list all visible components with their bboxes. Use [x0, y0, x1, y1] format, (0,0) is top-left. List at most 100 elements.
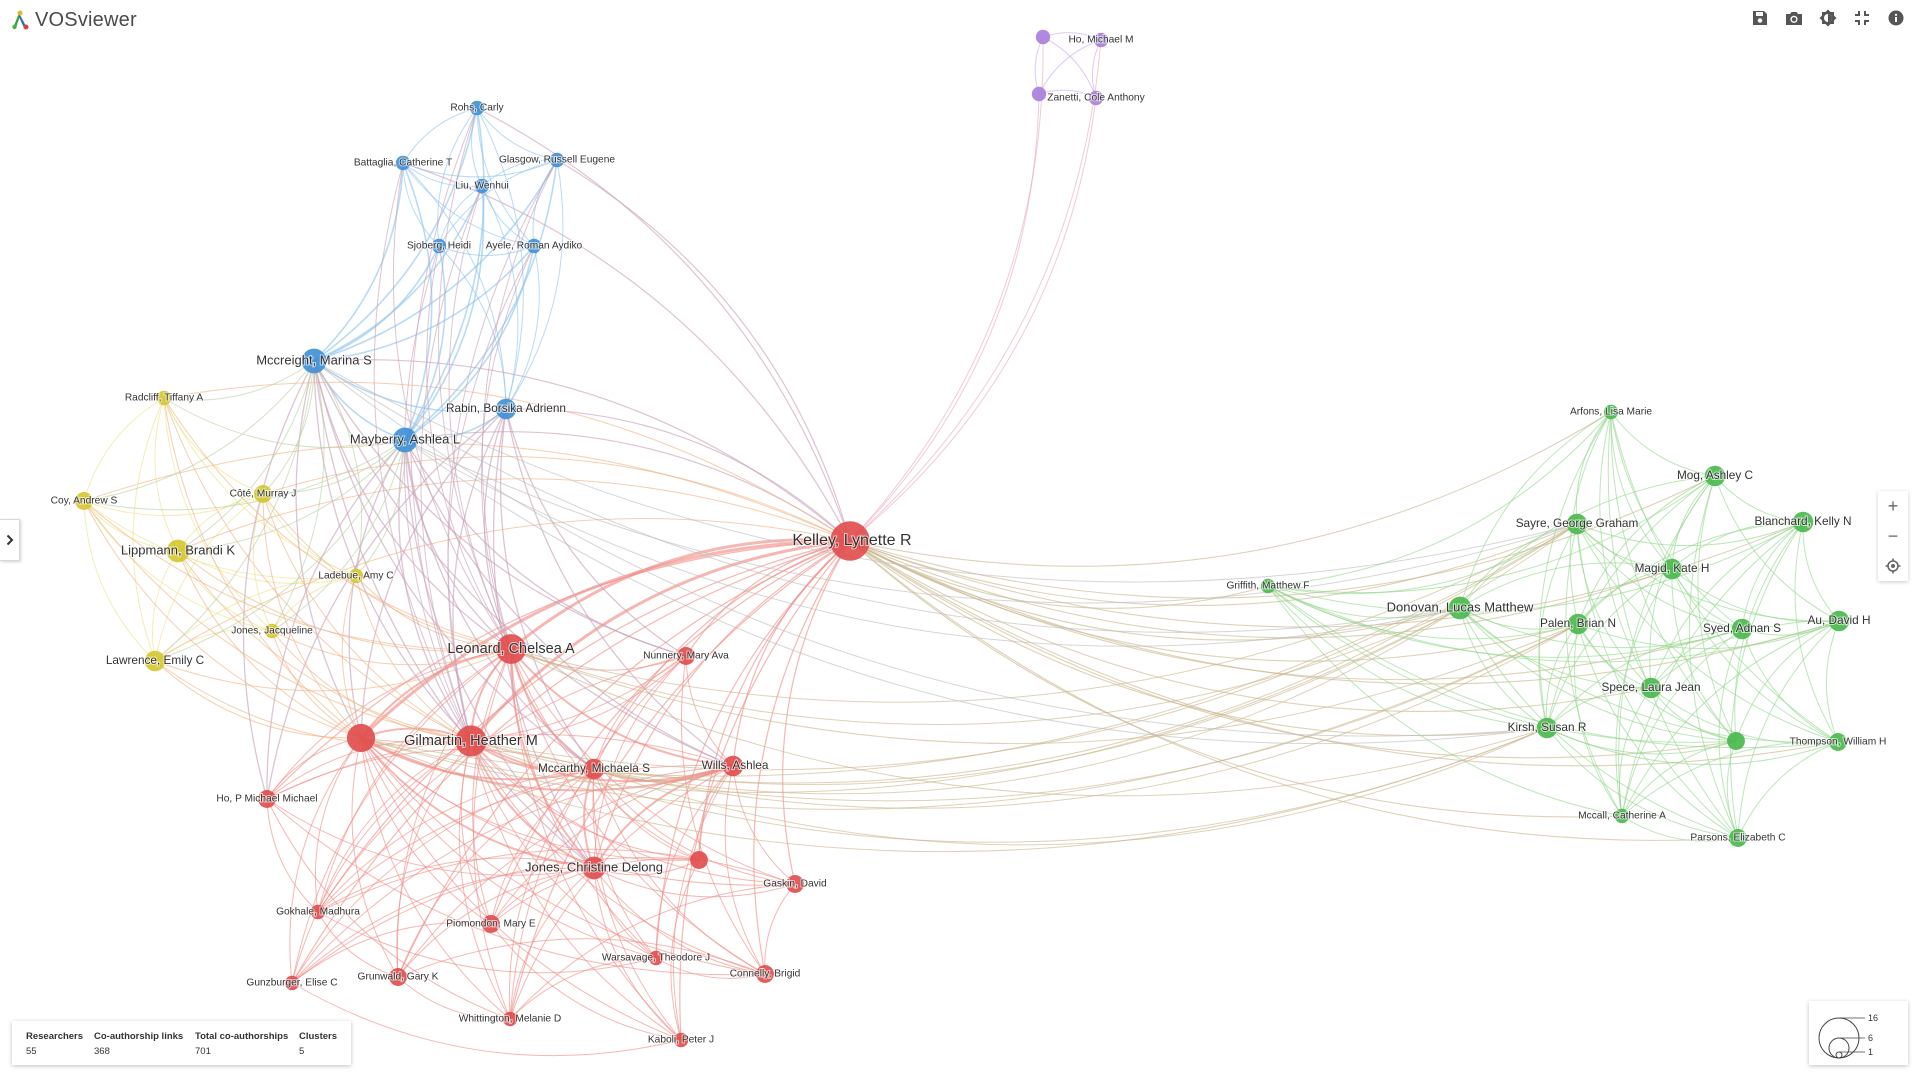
researcher-node-glasgow[interactable]	[549, 152, 565, 168]
researcher-node-redhub[interactable]	[346, 723, 376, 753]
researcher-node-gokhale[interactable]	[310, 904, 326, 920]
researcher-node-battaglia[interactable]	[395, 155, 411, 171]
researcher-node-whittington[interactable]	[502, 1011, 518, 1027]
researcher-node-au[interactable]	[1828, 610, 1850, 632]
side-panel-toggle[interactable]	[0, 519, 20, 561]
researcher-label-arfons[interactable]: Arfons, Lisa Marie	[1569, 406, 1653, 419]
researcher-label-sjoberg[interactable]: Sjoberg, Heidi	[406, 240, 472, 253]
researcher-node-hop[interactable]	[258, 790, 276, 808]
researcher-label-jonesc[interactable]: Jones, Christine Delong	[524, 858, 664, 875]
researcher-label-parsons[interactable]: Parsons, Elizabeth C	[1689, 832, 1786, 845]
researcher-label-wills[interactable]: Wills, Ashlea	[701, 757, 770, 773]
researcher-node-coy[interactable]	[75, 492, 93, 510]
researcher-label-whittington[interactable]: Whittington, Melanie D	[458, 1013, 563, 1026]
researcher-node-lawrence[interactable]	[144, 650, 166, 672]
researcher-label-connelly[interactable]: Connelly, Brigid	[729, 968, 802, 981]
researcher-label-thompson[interactable]: Thompson, William H	[1789, 736, 1888, 749]
researcher-label-mog[interactable]: Mog, Ashley C	[1676, 467, 1755, 483]
researcher-node-liu[interactable]	[474, 178, 490, 194]
researcher-label-rabin[interactable]: Rabin, Borsika Adrienn	[445, 400, 567, 416]
researcher-label-grunwald[interactable]: Grunwald, Gary K	[357, 971, 440, 984]
researcher-node-nunnery[interactable]	[677, 647, 695, 665]
researcher-label-leonard[interactable]: Leonard, Chelsea A	[446, 640, 576, 658]
researcher-node-cote[interactable]	[254, 485, 272, 503]
theme-toggle-button[interactable]	[1818, 8, 1838, 28]
researcher-node-sayre[interactable]	[1566, 513, 1588, 535]
researcher-node-gilmartin[interactable]	[455, 725, 487, 757]
researcher-label-hop[interactable]: Ho, P Michael Michael	[215, 793, 318, 806]
researcher-label-glasgow[interactable]: Glasgow, Russell Eugene	[498, 154, 616, 167]
researcher-label-lawrence[interactable]: Lawrence, Emily C	[105, 652, 206, 668]
researcher-node-kaboli[interactable]	[673, 1032, 689, 1048]
researcher-label-lippmann[interactable]: Lippmann, Brandi K	[120, 541, 237, 558]
researcher-label-donovan[interactable]: Donovan, Lucas Matthew	[1386, 598, 1535, 615]
researcher-label-gunzburger[interactable]: Gunzburger, Elise C	[245, 977, 338, 990]
researcher-node-rabin[interactable]	[495, 398, 517, 420]
zoom-in-button[interactable]: +	[1887, 495, 1899, 516]
researcher-node-jonesj[interactable]	[264, 623, 280, 639]
researcher-node-gunzburger[interactable]	[284, 975, 300, 991]
researcher-node-mccarthy[interactable]	[583, 758, 605, 780]
researcher-label-mccreight[interactable]: Mccreight, Marina S	[255, 351, 373, 368]
researcher-label-jonesj[interactable]: Jones, Jacqueline	[230, 625, 314, 638]
researcher-node-piomondon[interactable]	[482, 915, 500, 933]
researcher-node-gaskin[interactable]	[786, 875, 804, 893]
researcher-label-mccarthy[interactable]: Mccarthy, Michaela S	[537, 760, 651, 776]
researcher-node-palen[interactable]	[1567, 613, 1589, 635]
researcher-node-wills[interactable]	[722, 755, 744, 777]
researcher-label-zanetti[interactable]: Zanetti, Cole Anthony	[1046, 92, 1146, 105]
researcher-node-purple2[interactable]	[1031, 86, 1047, 102]
researcher-label-coy[interactable]: Coy, Andrew S	[50, 495, 119, 508]
researcher-label-ladebue[interactable]: Ladebue, Amy C	[317, 570, 394, 583]
researcher-node-thompson[interactable]	[1829, 733, 1847, 751]
researcher-label-gaskin[interactable]: Gaskin, David	[762, 878, 828, 891]
researcher-label-nunnery[interactable]: Nunnery, Mary Ava	[642, 650, 730, 663]
researcher-node-kelley[interactable]	[830, 521, 870, 561]
researcher-node-donovan[interactable]	[1448, 596, 1472, 620]
researcher-node-warsavage[interactable]	[648, 950, 664, 966]
researcher-node-purple1[interactable]	[1035, 29, 1051, 45]
reset-view-button[interactable]	[1878, 551, 1908, 581]
researcher-node-jonesc[interactable]	[582, 856, 606, 880]
researcher-label-magid[interactable]: Magid, Kate H	[1634, 560, 1711, 576]
researcher-label-mayberry[interactable]: Mayberry, Ashlea L	[349, 430, 461, 447]
save-button[interactable]	[1750, 8, 1770, 28]
researcher-node-ladebue[interactable]	[348, 568, 364, 584]
researcher-label-ayele[interactable]: Ayele, Roman Aydiko	[485, 240, 584, 253]
researcher-node-ayele[interactable]	[526, 238, 542, 254]
zoom-out-button[interactable]: −	[1887, 525, 1899, 546]
researcher-node-sjoberg[interactable]	[431, 238, 447, 254]
researcher-node-mccall[interactable]	[1614, 808, 1630, 824]
researcher-node-ho[interactable]	[1093, 32, 1109, 48]
fullscreen-button[interactable]	[1852, 8, 1872, 28]
researcher-label-mccall[interactable]: Mccall, Catherine A	[1577, 810, 1667, 823]
researcher-node-grunwald[interactable]	[389, 968, 407, 986]
researcher-label-warsavage[interactable]: Warsavage, Theodore J	[601, 952, 711, 965]
researcher-node-lippmann[interactable]	[166, 539, 190, 563]
researcher-node-mayberry[interactable]	[392, 427, 418, 453]
info-button[interactable]	[1886, 8, 1906, 28]
researcher-label-kelley[interactable]: Kelley, Lynette R	[791, 531, 912, 550]
researcher-label-ho[interactable]: Ho, Michael M	[1067, 34, 1134, 47]
researcher-node-syed[interactable]	[1731, 618, 1753, 640]
researcher-label-battaglia[interactable]: Battaglia, Catherine T	[353, 157, 453, 170]
researcher-node-griffith[interactable]	[1260, 578, 1276, 594]
researcher-label-syed[interactable]: Syed, Adnan S	[1702, 620, 1782, 636]
researcher-label-spece[interactable]: Spece, Laura Jean	[1600, 679, 1701, 695]
researcher-label-cote[interactable]: Côté, Murray J	[229, 488, 298, 501]
researcher-label-kirsh[interactable]: Kirsh, Susan R	[1507, 719, 1588, 735]
researcher-label-rohs[interactable]: Rohs, Carly	[449, 102, 505, 115]
researcher-node-parsons[interactable]	[1729, 829, 1747, 847]
researcher-node-mog[interactable]	[1704, 465, 1726, 487]
researcher-node-greenunl[interactable]	[1727, 732, 1745, 750]
researcher-node-radcliff[interactable]	[156, 390, 172, 406]
researcher-node-redunl[interactable]	[690, 851, 708, 869]
screenshot-button[interactable]	[1784, 8, 1804, 28]
researcher-node-spece[interactable]	[1640, 677, 1662, 699]
researcher-label-griffith[interactable]: Griffith, Matthew F	[1225, 580, 1310, 593]
researcher-label-kaboli[interactable]: Kaboli, Peter J	[647, 1034, 715, 1047]
researcher-node-zanetti[interactable]	[1088, 90, 1104, 106]
researcher-node-magid[interactable]	[1661, 558, 1683, 580]
researcher-label-piomondon[interactable]: Piomondon, Mary E	[445, 918, 537, 931]
researcher-node-kirsh[interactable]	[1536, 717, 1558, 739]
